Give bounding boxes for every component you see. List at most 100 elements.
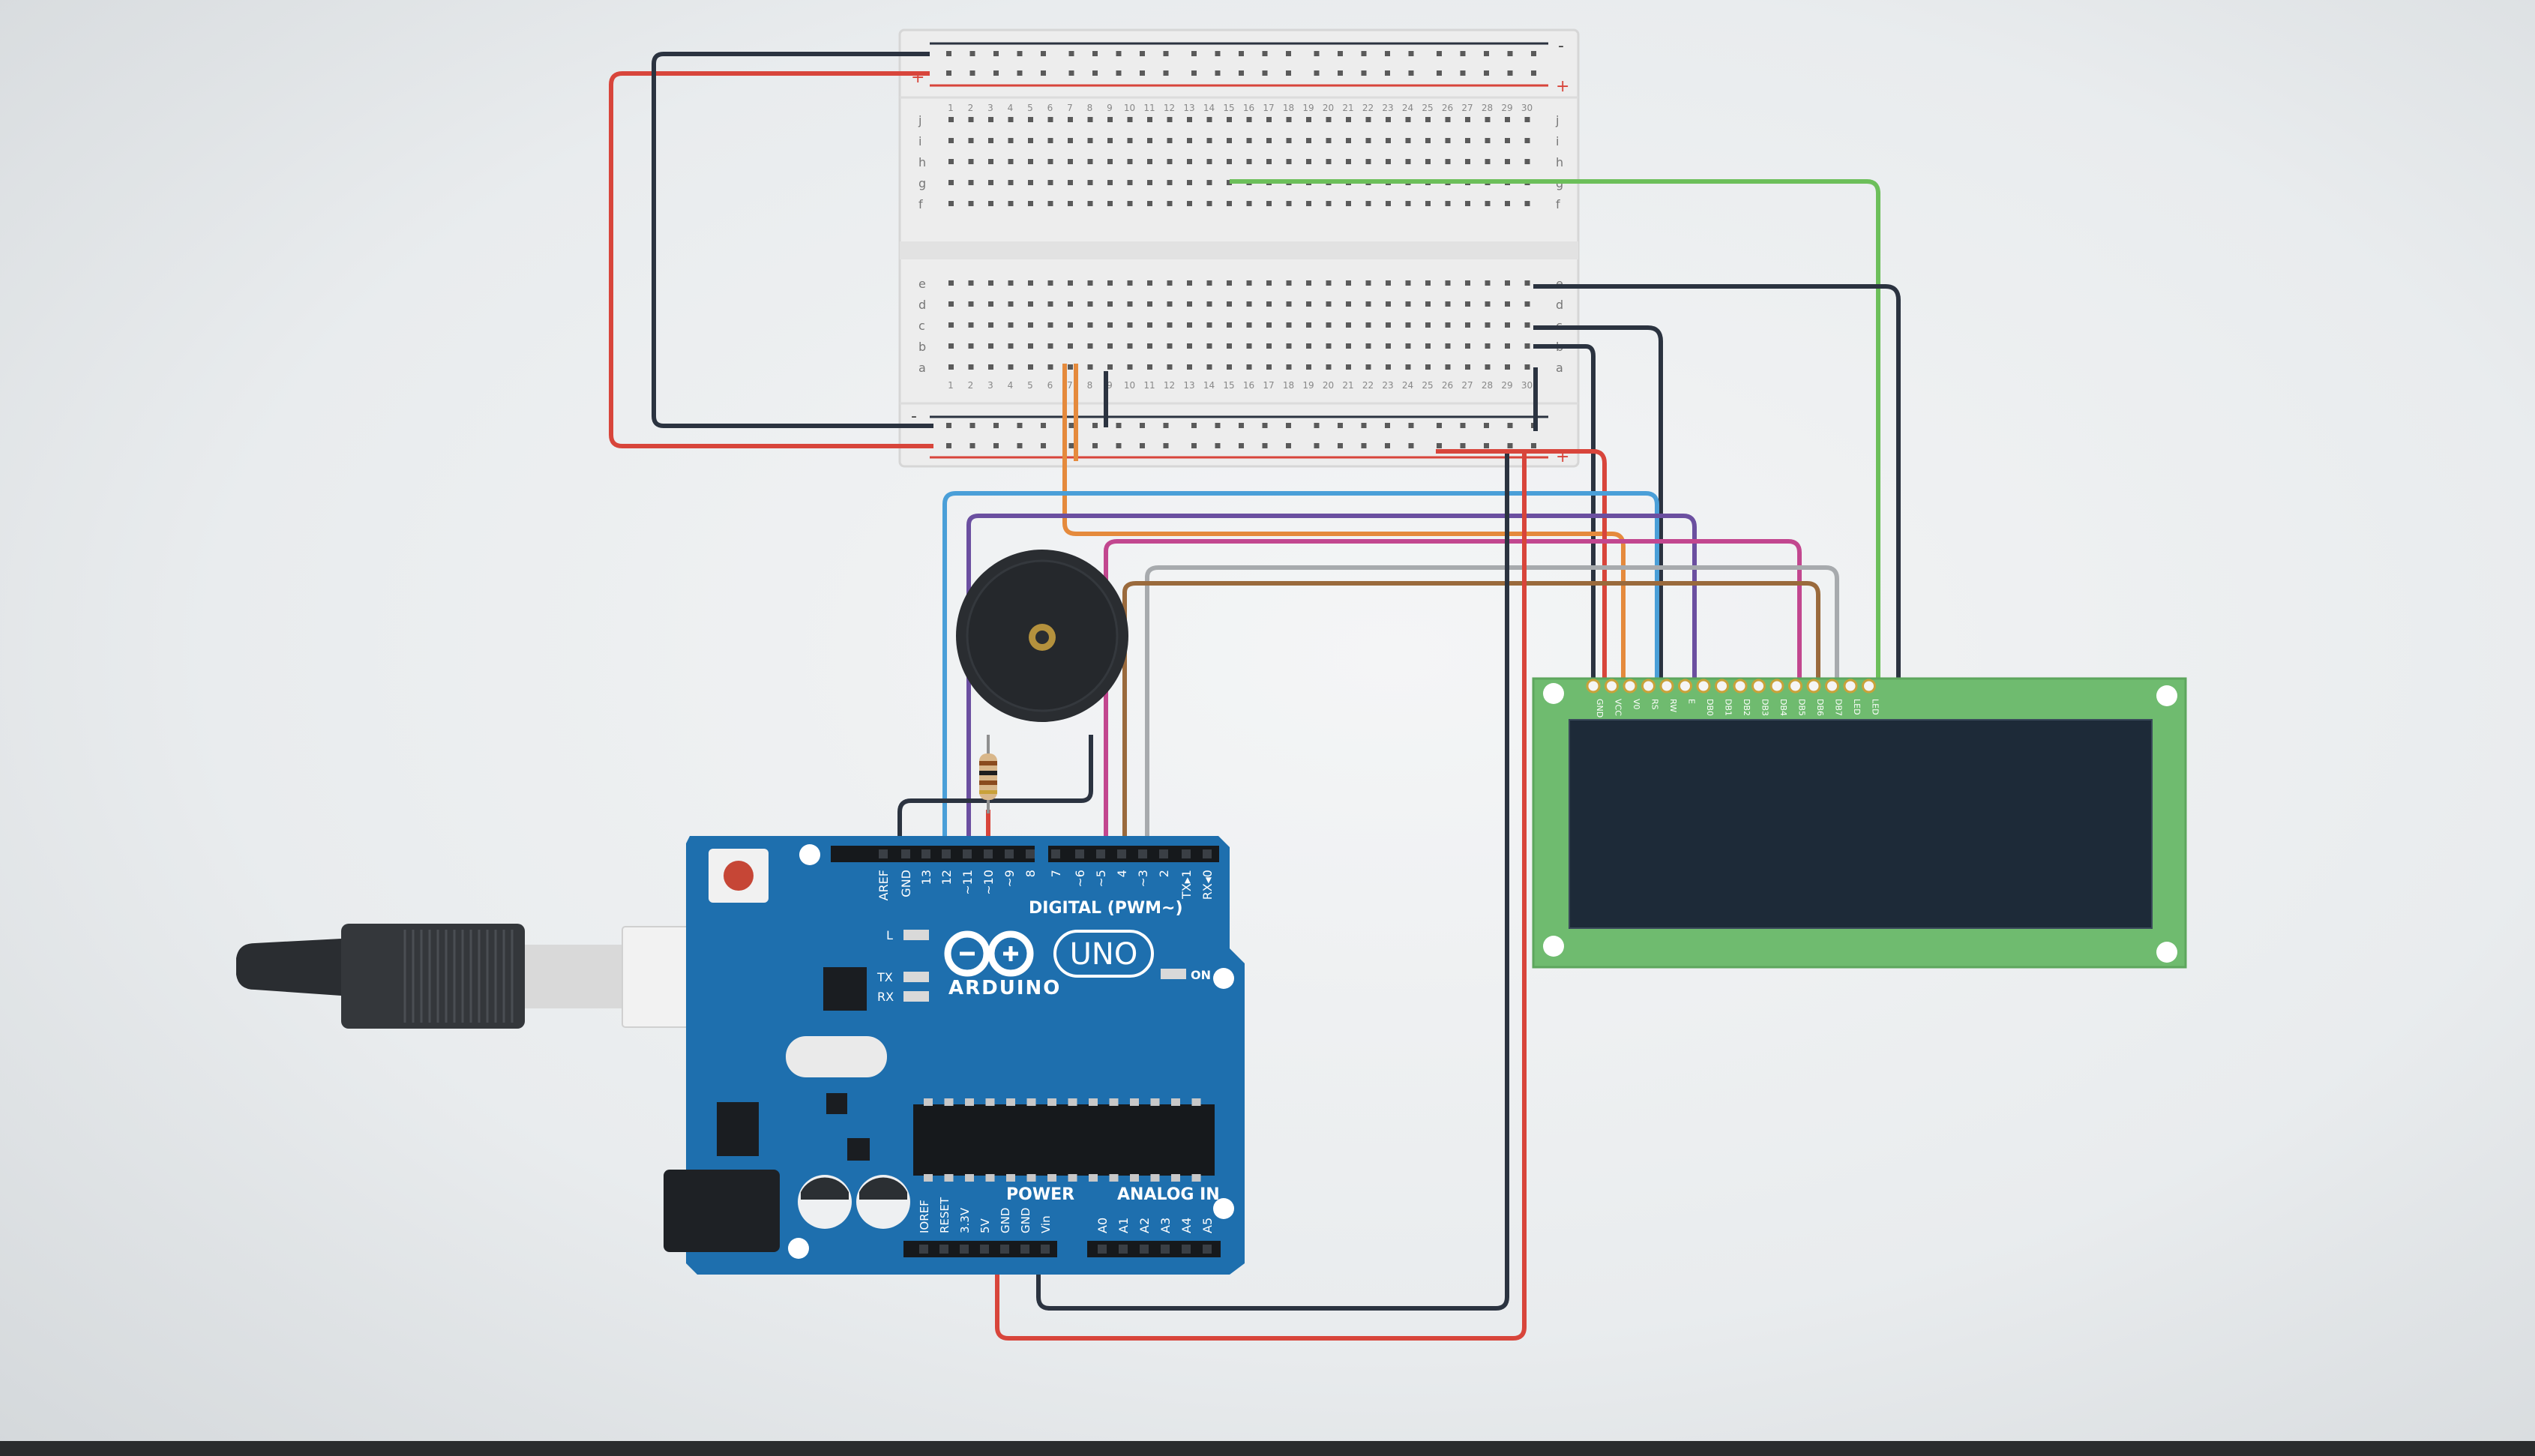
bb-hole[interactable] xyxy=(1365,322,1371,328)
bb-hole[interactable] xyxy=(1047,201,1053,206)
rail-hole[interactable] xyxy=(1507,423,1513,428)
rail-hole[interactable] xyxy=(1531,51,1536,56)
bb-hole[interactable] xyxy=(1187,138,1192,143)
bb-hole[interactable] xyxy=(1127,280,1133,286)
rail-hole[interactable] xyxy=(1116,51,1122,56)
rail-hole[interactable] xyxy=(1314,423,1320,428)
rail-hole[interactable] xyxy=(1215,443,1221,448)
bb-hole[interactable] xyxy=(1167,322,1173,328)
header-socket[interactable] xyxy=(1075,849,1084,858)
bb-hole[interactable] xyxy=(1028,138,1033,143)
rail-hole[interactable] xyxy=(1437,423,1442,428)
bb-hole[interactable] xyxy=(1008,364,1014,370)
bb-hole[interactable] xyxy=(1246,117,1252,122)
bb-hole[interactable] xyxy=(1227,180,1232,185)
header-socket[interactable] xyxy=(984,849,993,858)
lcd-pin[interactable] xyxy=(1843,679,1858,694)
bb-hole[interactable] xyxy=(1167,343,1173,349)
bb-hole[interactable] xyxy=(1365,280,1371,286)
bb-hole[interactable] xyxy=(948,280,954,286)
bb-hole[interactable] xyxy=(1246,201,1252,206)
bb-hole[interactable] xyxy=(968,159,974,164)
bb-hole[interactable] xyxy=(1266,117,1272,122)
bb-hole[interactable] xyxy=(1187,159,1192,164)
bb-hole[interactable] xyxy=(1167,280,1173,286)
lcd-pin[interactable] xyxy=(1678,679,1692,694)
bb-hole[interactable] xyxy=(1425,117,1431,122)
bb-hole[interactable] xyxy=(1524,301,1530,307)
wire-red-lcd[interactable] xyxy=(1436,449,1607,682)
bb-hole[interactable] xyxy=(1425,364,1431,370)
bb-hole[interactable] xyxy=(1227,364,1232,370)
header-socket[interactable] xyxy=(1051,849,1060,858)
rail-hole[interactable] xyxy=(1191,70,1197,76)
bb-hole[interactable] xyxy=(1107,280,1113,286)
bb-hole[interactable] xyxy=(1167,138,1173,143)
rail-hole[interactable] xyxy=(1140,443,1145,448)
rail-hole[interactable] xyxy=(1163,423,1169,428)
bb-hole[interactable] xyxy=(1386,201,1391,206)
lcd-pin[interactable] xyxy=(1862,679,1876,694)
bb-hole[interactable] xyxy=(1107,301,1113,307)
bb-hole[interactable] xyxy=(1405,364,1411,370)
bb-hole[interactable] xyxy=(1505,138,1510,143)
bb-hole[interactable] xyxy=(1068,201,1073,206)
bb-hole[interactable] xyxy=(1465,201,1470,206)
bb-hole[interactable] xyxy=(1008,138,1014,143)
bb-hole[interactable] xyxy=(1266,322,1272,328)
bb-hole[interactable] xyxy=(1485,159,1491,164)
rail-hole[interactable] xyxy=(1531,70,1536,76)
bb-hole[interactable] xyxy=(1206,180,1212,185)
bb-hole[interactable] xyxy=(1405,201,1411,206)
rail-hole[interactable] xyxy=(1460,70,1466,76)
bb-hole[interactable] xyxy=(988,301,993,307)
bb-hole[interactable] xyxy=(988,159,993,164)
rail-hole[interactable] xyxy=(1116,70,1122,76)
bb-hole[interactable] xyxy=(1405,117,1411,122)
bb-hole[interactable] xyxy=(1524,201,1530,206)
bb-hole[interactable] xyxy=(1008,159,1014,164)
wire-black-lcd-3[interactable] xyxy=(1533,344,1596,682)
bb-hole[interactable] xyxy=(1266,343,1272,349)
header-socket[interactable] xyxy=(1026,849,1035,858)
bb-hole[interactable] xyxy=(1425,322,1431,328)
bb-hole[interactable] xyxy=(1346,364,1351,370)
header-socket[interactable] xyxy=(919,1245,928,1254)
rail-hole[interactable] xyxy=(1092,423,1098,428)
bb-hole[interactable] xyxy=(948,180,954,185)
rail-hole[interactable] xyxy=(1092,443,1098,448)
rail-hole[interactable] xyxy=(1531,443,1536,448)
bb-hole[interactable] xyxy=(1227,159,1232,164)
rail-hole[interactable] xyxy=(1361,51,1367,56)
bb-hole[interactable] xyxy=(1266,280,1272,286)
rail-hole[interactable] xyxy=(1484,51,1489,56)
bb-hole[interactable] xyxy=(1028,117,1033,122)
bb-hole[interactable] xyxy=(1286,343,1292,349)
rail-hole[interactable] xyxy=(1191,443,1197,448)
bb-hole[interactable] xyxy=(1266,138,1272,143)
bb-hole[interactable] xyxy=(948,301,954,307)
rail-hole[interactable] xyxy=(1262,423,1268,428)
bb-hole[interactable] xyxy=(1147,280,1152,286)
header-socket[interactable] xyxy=(1041,1245,1050,1254)
bb-hole[interactable] xyxy=(1246,159,1252,164)
header-socket[interactable] xyxy=(960,1245,969,1254)
bb-hole[interactable] xyxy=(1346,343,1351,349)
header-socket[interactable] xyxy=(980,1245,989,1254)
rail-hole[interactable] xyxy=(1484,443,1489,448)
bb-hole[interactable] xyxy=(1306,322,1311,328)
header-socket[interactable] xyxy=(963,849,972,858)
rail-hole[interactable] xyxy=(1163,443,1169,448)
rail-hole[interactable] xyxy=(1460,443,1466,448)
bb-hole[interactable] xyxy=(1266,301,1272,307)
bb-hole[interactable] xyxy=(1365,117,1371,122)
rail-hole[interactable] xyxy=(1239,443,1244,448)
header-socket[interactable] xyxy=(1020,1245,1029,1254)
rail-hole[interactable] xyxy=(1408,443,1414,448)
rail-hole[interactable] xyxy=(1361,423,1367,428)
bb-hole[interactable] xyxy=(1107,180,1113,185)
bb-hole[interactable] xyxy=(1068,159,1073,164)
bb-hole[interactable] xyxy=(1008,117,1014,122)
lcd-pin[interactable] xyxy=(1623,679,1638,694)
